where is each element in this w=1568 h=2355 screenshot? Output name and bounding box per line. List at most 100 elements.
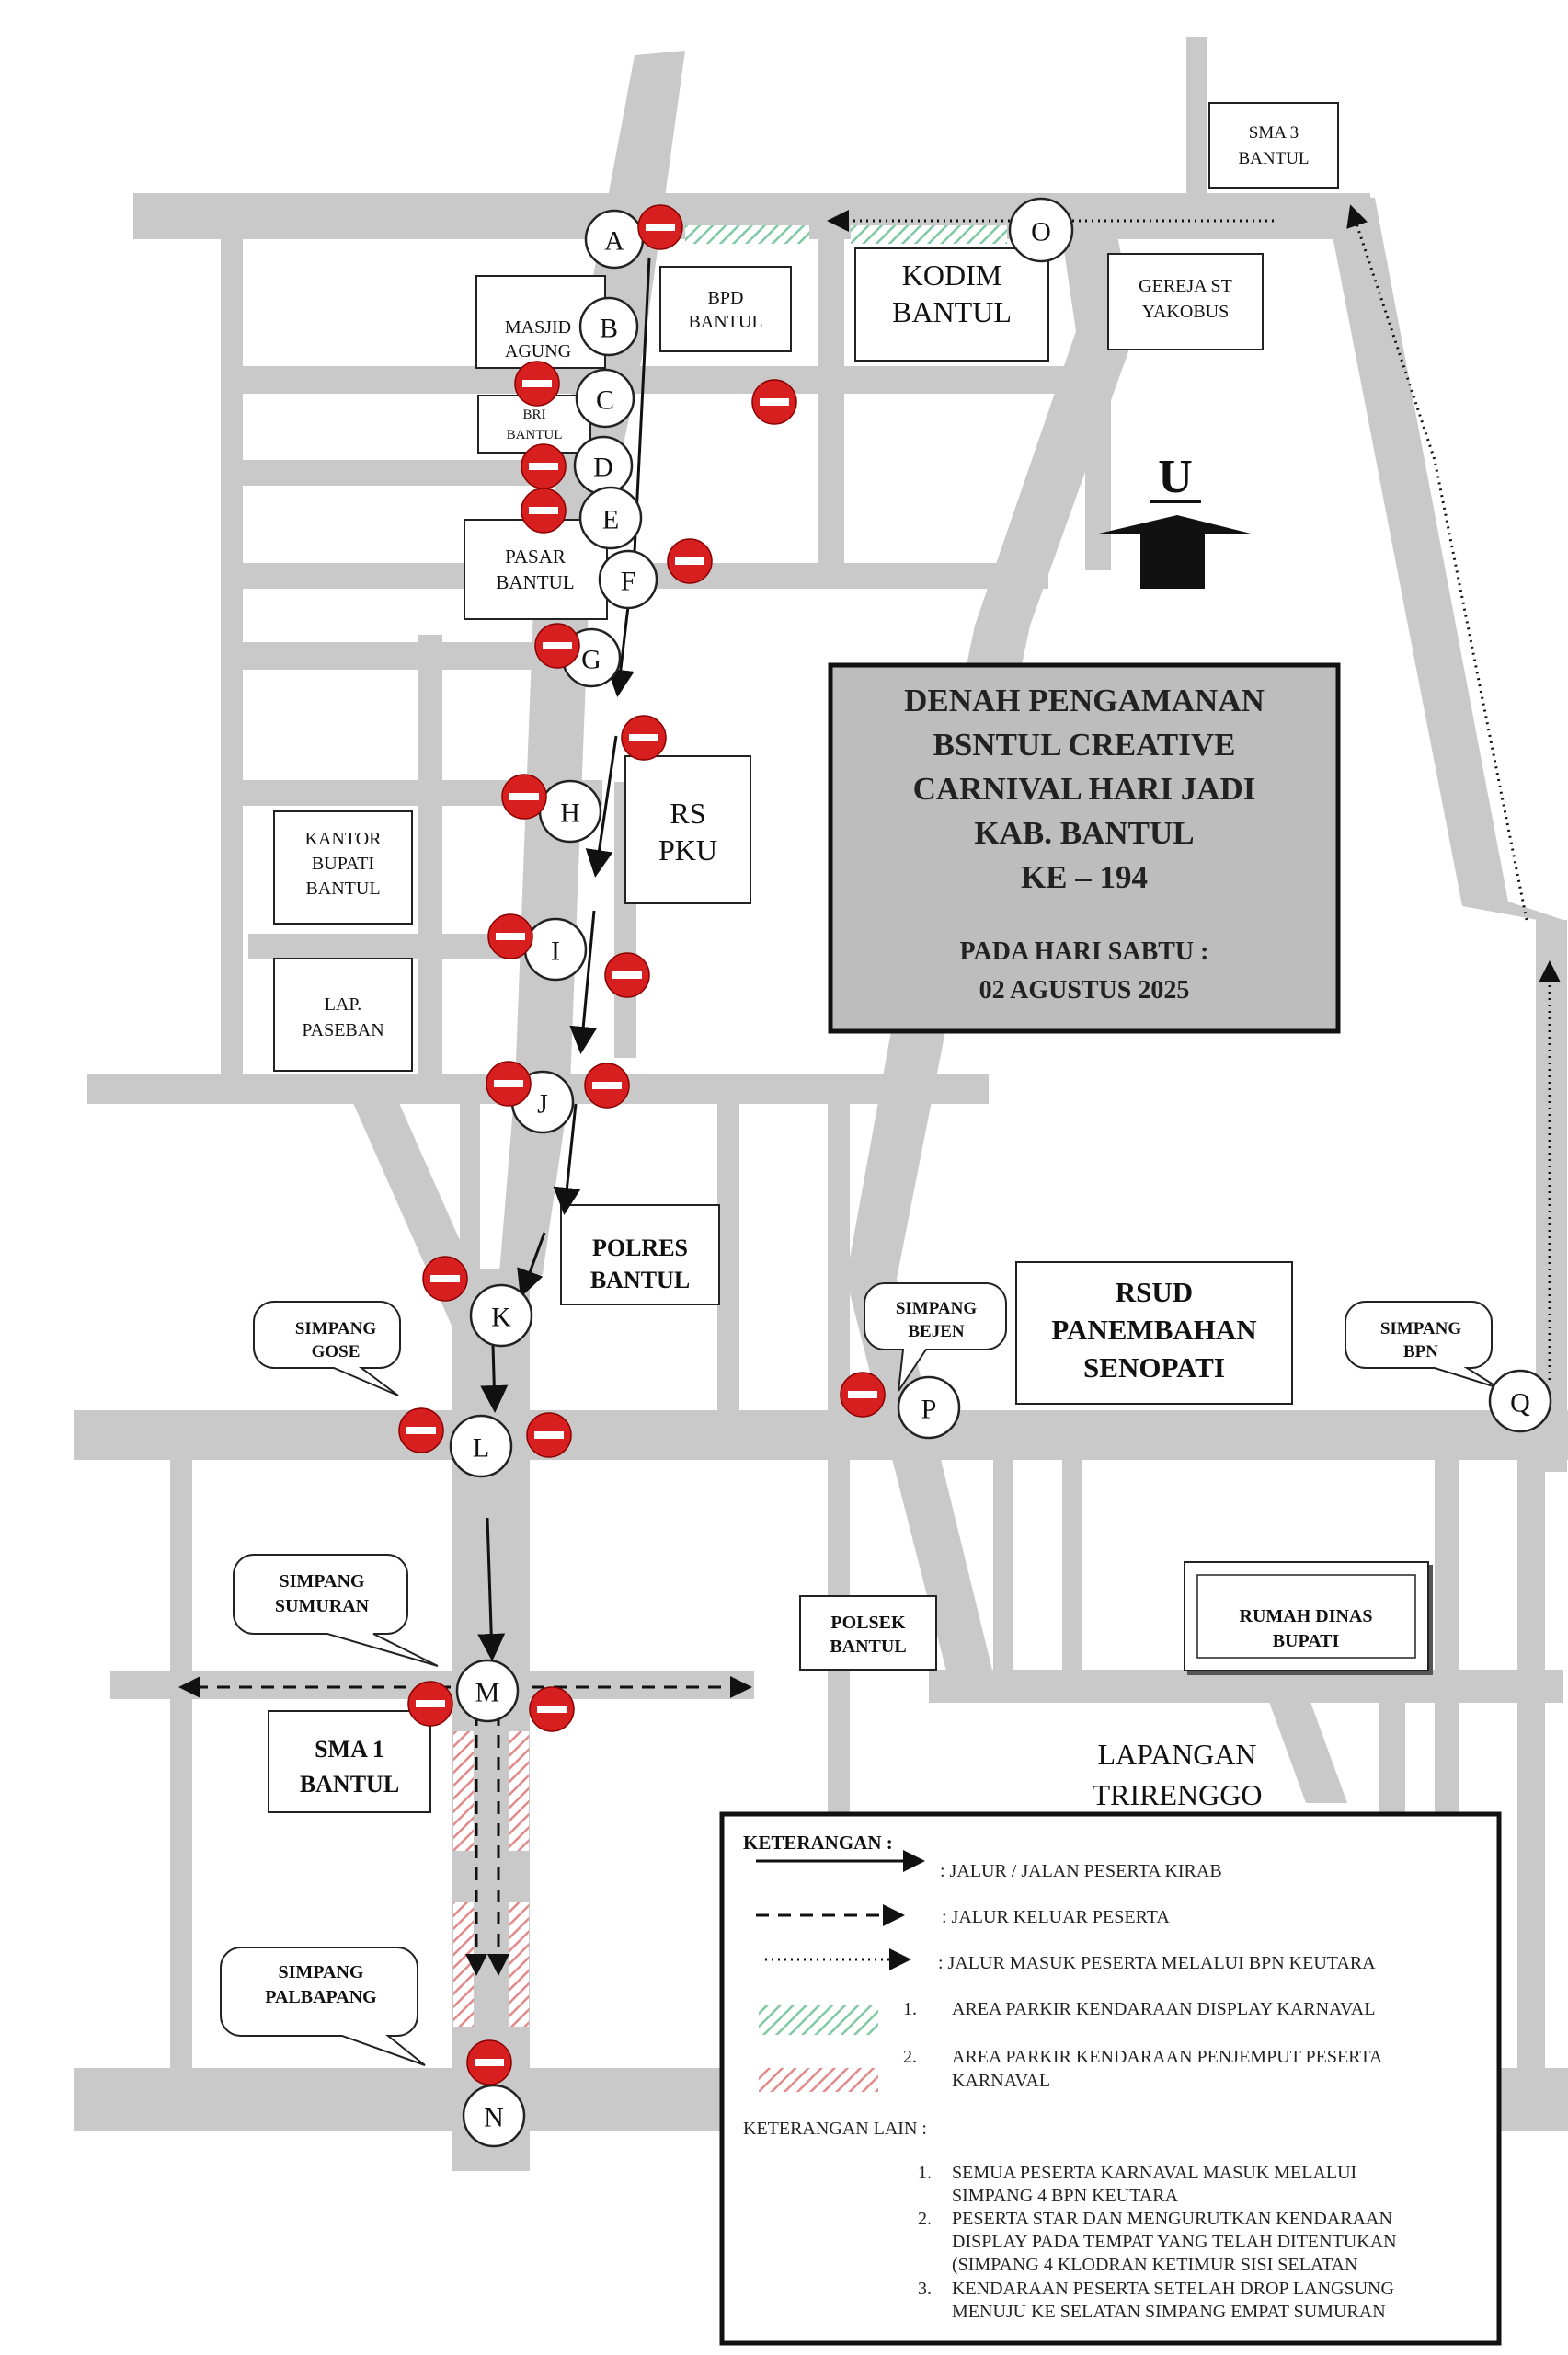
legend-note-3: KENDARAAN PESERTA SETELAH DROP LANGSUNG	[952, 2279, 1394, 2299]
svg-text:LAPANGAN: LAPANGAN	[1097, 1738, 1256, 1771]
svg-text:(SIMPANG 4 KLODRAN KETIMUR SIS: (SIMPANG 4 KLODRAN KETIMUR SISI SELATAN	[952, 2255, 1358, 2275]
checkpoint-e[interactable]: E	[578, 486, 643, 550]
svg-text:SIMPANG: SIMPANG	[279, 1962, 364, 1982]
title-line-4: KAB. BANTUL	[974, 815, 1194, 851]
no-entry-icon	[466, 2039, 512, 2085]
svg-text:BANTUL: BANTUL	[590, 1267, 690, 1293]
no-entry-icon	[487, 913, 533, 959]
callout-simpang-bejen: SIMPANG BEJEN	[864, 1282, 1007, 1392]
svg-text:SMA 3: SMA 3	[1249, 123, 1299, 143]
legend-other-heading: KETERANGAN LAIN :	[743, 2119, 927, 2139]
title-box: DENAH PENGAMANAN BSNTUL CREATIVE CARNIVA…	[828, 662, 1341, 1034]
checkpoint-d[interactable]: D	[573, 435, 634, 496]
svg-text:POLSEK: POLSEK	[830, 1613, 906, 1633]
legend-entry-label: : JALUR MASUK PESERTA MELALUI BPN KEUTAR…	[938, 1953, 1376, 1973]
checkpoint-m[interactable]: M	[455, 1659, 520, 1723]
svg-text:SUMURAN: SUMURAN	[275, 1596, 370, 1616]
svg-text:C: C	[596, 385, 614, 416]
svg-text:BUPATI: BUPATI	[312, 854, 374, 874]
building-kodim: KODIM BANTUL	[854, 247, 1049, 362]
svg-text:YAKOBUS: YAKOBUS	[1142, 302, 1229, 322]
svg-text:SENOPATI: SENOPATI	[1083, 1351, 1225, 1384]
checkpoint-f[interactable]: F	[598, 549, 658, 610]
checkpoint-h[interactable]: H	[538, 779, 602, 844]
legend-heading: KETERANGAN :	[743, 1832, 893, 1854]
svg-text:SMA 1: SMA 1	[315, 1736, 384, 1763]
svg-text:SIMPANG: SIMPANG	[1380, 1319, 1462, 1338]
checkpoint-o[interactable]: O	[1008, 197, 1074, 263]
callout-simpang-sumuran: SIMPANG SUMURAN	[233, 1554, 439, 1667]
north-arrow-icon: U	[1099, 451, 1251, 589]
svg-text:I: I	[551, 936, 560, 967]
svg-text:BANTUL: BANTUL	[300, 1771, 399, 1798]
svg-text:BANTUL: BANTUL	[507, 428, 563, 442]
checkpoint-n[interactable]: N	[462, 2084, 526, 2148]
parking-display-area-1	[685, 225, 809, 244]
svg-text:A: A	[604, 226, 624, 257]
checkpoint-p[interactable]: P	[897, 1375, 961, 1440]
parking-areas	[453, 225, 1007, 2027]
svg-text:LAP.: LAP.	[325, 994, 362, 1015]
svg-text:BANTUL: BANTUL	[892, 295, 1012, 328]
legend-note-1: SEMUA PESERTA KARNAVAL MASUK MELALUI	[952, 2163, 1356, 2183]
checkpoint-q[interactable]: Q	[1488, 1369, 1552, 1433]
svg-text:SIMPANG: SIMPANG	[295, 1319, 377, 1338]
svg-text:DISPLAY PADA TEMPAT YANG TELAH: DISPLAY PADA TEMPAT YANG TELAH DITENTUKA…	[952, 2232, 1397, 2252]
svg-text:BANTUL: BANTUL	[496, 571, 574, 593]
svg-text:BUPATI: BUPATI	[1273, 1631, 1340, 1651]
no-entry-icon	[422, 1256, 468, 1302]
svg-text:PASAR: PASAR	[505, 546, 566, 568]
building-rs-pku: RS PKU	[624, 755, 751, 904]
no-entry-icon	[521, 488, 567, 534]
svg-text:P: P	[921, 1395, 937, 1425]
building-kantor-bupati: KANTOR BUPATI BANTUL	[273, 810, 413, 925]
callout-simpang-bpn: SIMPANG BPN	[1345, 1301, 1500, 1389]
checkpoint-a[interactable]: A	[584, 209, 645, 270]
svg-text:KANTOR: KANTOR	[305, 829, 383, 849]
building-gereja: GEREJA ST YAKOBUS	[1107, 253, 1264, 350]
svg-text:D: D	[593, 453, 613, 483]
svg-text:BANTUL: BANTUL	[1238, 149, 1309, 168]
checkpoint-c[interactable]: C	[575, 368, 635, 429]
legend-park-display-label: AREA PARKIR KENDARAAN DISPLAY KARNAVAL	[952, 1999, 1375, 2019]
svg-text:SIMPANG 4 BPN KEUTARA: SIMPANG 4 BPN KEUTARA	[952, 2186, 1179, 2206]
checkpoint-b[interactable]: B	[578, 296, 639, 357]
svg-text:BPN: BPN	[1403, 1342, 1438, 1361]
svg-text:N: N	[484, 2103, 504, 2133]
svg-text:GOSE: GOSE	[312, 1342, 361, 1361]
svg-text:KODIM: KODIM	[902, 258, 1001, 292]
building-polres: POLRES BANTUL	[560, 1204, 720, 1305]
svg-text:GEREJA ST: GEREJA ST	[1139, 276, 1232, 296]
svg-text:H: H	[560, 798, 580, 829]
svg-text:E: E	[602, 505, 619, 535]
callout-simpang-palbapang: SIMPANG PALBAPANG	[220, 1947, 426, 2066]
no-entry-signs	[398, 204, 886, 2085]
parking-display-area-2	[851, 225, 1007, 244]
date-line-2: 02 AGUSTUS 2025	[979, 976, 1190, 1005]
title-line-3: CARNIVAL HARI JADI	[913, 771, 1256, 807]
no-entry-icon	[667, 538, 713, 584]
svg-text:MENUJU KE SELATAN SIMPANG EMPA: MENUJU KE SELATAN SIMPANG EMPAT SUMURAN	[952, 2302, 1386, 2322]
svg-text:U: U	[1158, 451, 1193, 503]
no-entry-icon	[584, 1063, 630, 1109]
buildings: SMA 3 BANTUL KODIM BANTUL GEREJA ST YAKO…	[268, 102, 1429, 1813]
svg-text:Q: Q	[1510, 1388, 1530, 1419]
building-sma1: SMA 1 BANTUL	[268, 1710, 431, 1813]
building-pasar: PASAR BANTUL	[464, 519, 608, 620]
building-polsek: POLSEK BANTUL	[799, 1595, 937, 1671]
date-line-1: PADA HARI SABTU :	[960, 937, 1209, 966]
no-entry-icon	[751, 379, 797, 425]
checkpoint-i[interactable]: I	[523, 917, 588, 982]
svg-text:G: G	[581, 645, 601, 675]
svg-text:PALBAPANG: PALBAPANG	[265, 1987, 377, 2007]
svg-text:RS: RS	[670, 797, 705, 830]
legend-exit-label: : JALUR KELUAR PESERTA	[942, 1907, 1170, 1927]
no-entry-icon	[529, 1686, 575, 1732]
checkpoint-l[interactable]: L	[449, 1414, 513, 1478]
parking-pickup-area-4	[509, 1902, 529, 2027]
callout-simpang-gose: SIMPANG GOSE	[253, 1301, 401, 1396]
checkpoint-k[interactable]: K	[469, 1283, 533, 1348]
svg-text:F: F	[621, 567, 636, 597]
exit-routes	[178, 1676, 752, 1976]
